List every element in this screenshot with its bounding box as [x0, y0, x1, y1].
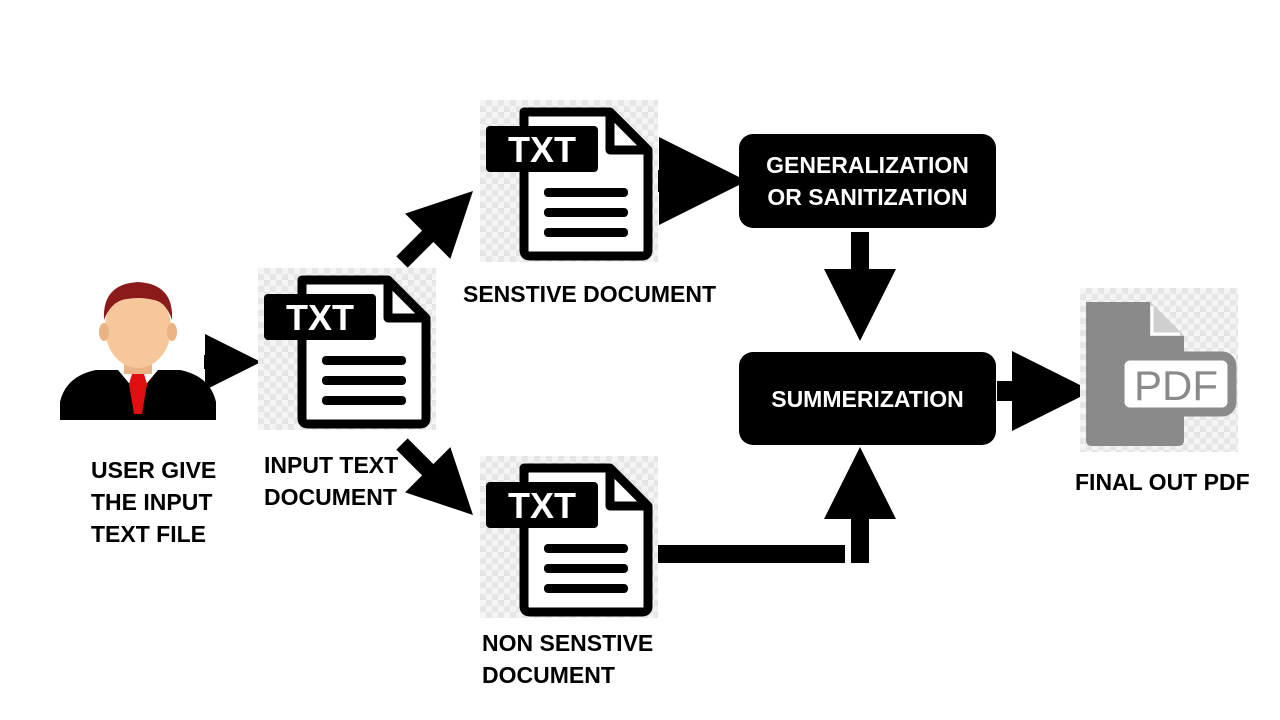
svg-text:PDF: PDF	[1134, 362, 1218, 409]
sensitive-document-icon: TXT	[480, 100, 658, 262]
generalization-box: GENERALIZATION OR SANITIZATION	[739, 134, 996, 228]
user-label: USER GIVE THE INPUT TEXT FILE	[91, 457, 217, 547]
sensitive-document-label: SENSTIVE DOCUMENT	[463, 281, 717, 307]
summarization-box: SUMMERIZATION	[739, 352, 996, 445]
arrow-input-to-sensitive	[396, 191, 473, 268]
input-document-label: INPUT TEXT DOCUMENT	[264, 452, 399, 510]
non-sensitive-document-icon: TXT	[480, 456, 658, 618]
pdf-file-icon: PDF	[1080, 288, 1238, 452]
non-sensitive-document-label: NON SENSTIVE DOCUMENT	[482, 630, 654, 688]
input-document-icon: TXT	[258, 268, 436, 430]
final-output-label: FINAL OUT PDF	[1075, 469, 1250, 495]
svg-text:TXT: TXT	[286, 297, 354, 338]
svg-text:TXT: TXT	[508, 485, 576, 526]
arrow-input-to-nonsensitive	[396, 438, 473, 515]
svg-text:TXT: TXT	[508, 129, 576, 170]
businessman-icon	[60, 282, 216, 420]
